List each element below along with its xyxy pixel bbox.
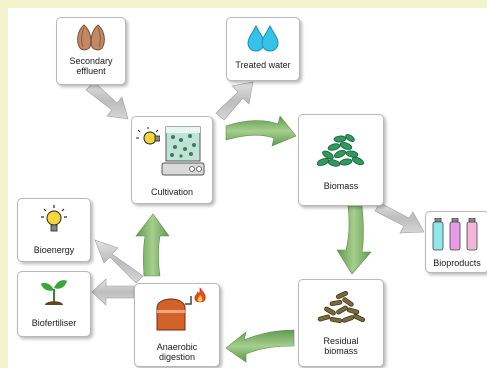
digester-icon — [156, 296, 192, 331]
arrow-residual-to-digestion — [225, 329, 295, 363]
lightbulb-icon — [136, 127, 160, 145]
residual-pellets-icon — [317, 290, 366, 324]
node-label: Bioproducts — [433, 258, 481, 268]
arrow-effluent-to-cultivation — [85, 81, 129, 120]
node-treated-water: Treated water — [226, 17, 300, 81]
arrow-biomass-to-residual — [336, 205, 372, 275]
node-label: Cultivation — [150, 187, 194, 197]
node-biomass: Biomass — [298, 114, 384, 206]
node-bioenergy: Bioenergy — [17, 198, 91, 262]
node-label: Anaerobic digestion — [156, 342, 198, 362]
algae-pellets-icon — [316, 134, 364, 167]
arrow-digestion-to-bioenergy — [94, 239, 144, 284]
arrow-cultivation-to-biomass — [225, 115, 297, 147]
water-drops-icon — [247, 24, 279, 52]
bottles-icon — [432, 218, 478, 251]
node-anaerobic-digestion: Anaerobic digestion — [134, 283, 220, 367]
node-label: Treated water — [235, 60, 291, 70]
node-label: Residual biomass — [323, 336, 359, 356]
node-label: Biomass — [323, 181, 359, 191]
node-label: Secondary effluent — [69, 56, 113, 76]
node-residual-biomass: Residual biomass — [298, 279, 384, 367]
lightbulb-icon — [41, 205, 67, 232]
arrow-cultivation-to-treated-water — [215, 81, 254, 121]
flame-icon — [194, 287, 206, 303]
sprout-icon — [41, 280, 67, 305]
node-label: Bioenergy — [33, 245, 75, 255]
arrow-digestion-to-cultivation — [135, 213, 170, 277]
arrow-digestion-to-biofertiliser — [91, 278, 135, 306]
node-label: Biofertiliser — [31, 318, 77, 328]
node-biofertiliser: Biofertiliser — [17, 271, 91, 337]
node-bioproducts: Bioproducts — [425, 211, 487, 273]
node-cultivation: Cultivation — [131, 116, 213, 204]
node-secondary-effluent: Secondary effluent — [56, 17, 126, 85]
seed-icon — [77, 24, 105, 51]
photobioreactor-icon — [161, 126, 205, 176]
arrow-biomass-to-bioproducts — [374, 202, 425, 234]
